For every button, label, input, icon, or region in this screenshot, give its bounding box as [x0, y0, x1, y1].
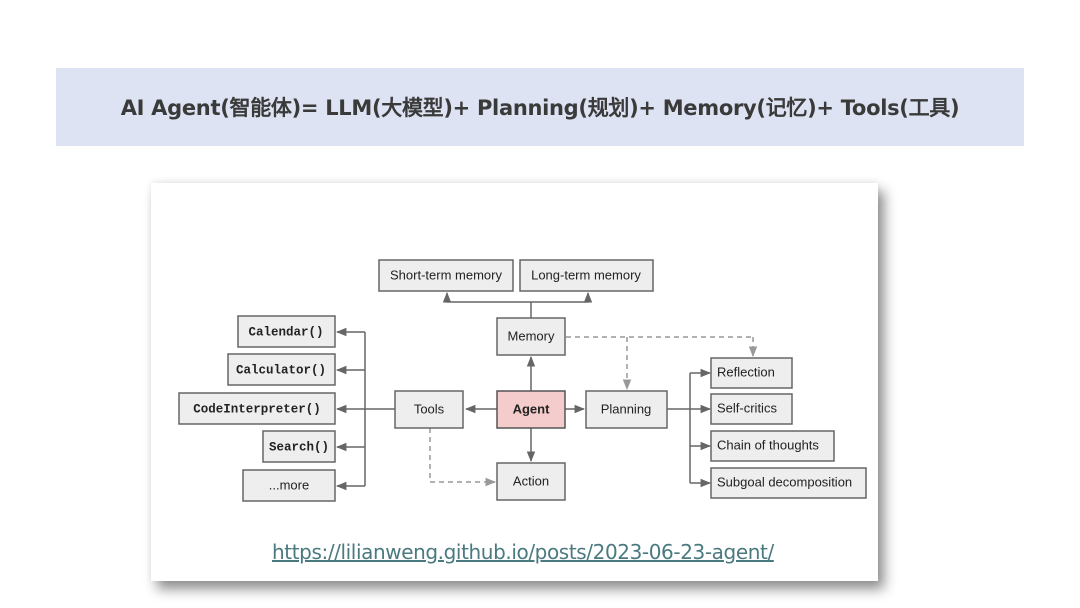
edge-memory-short-term [442, 291, 531, 303]
edge-planning-bus [667, 373, 691, 483]
node-memory: Memory [496, 317, 566, 356]
edge-tools-bus [364, 332, 395, 486]
node-code-interpreter: CodeInterpreter() [178, 392, 336, 425]
edge-memory-long-term [531, 291, 593, 303]
node-agent: Agent [496, 390, 566, 429]
svg-text:Subgoal decomposition: Subgoal decomposition [717, 474, 852, 489]
svg-text:Reflection: Reflection [717, 364, 775, 379]
node-more: ...more [242, 469, 336, 502]
node-reflection: Reflection [710, 357, 793, 389]
svg-text:Short-term memory: Short-term memory [390, 267, 502, 282]
svg-text:Action: Action [513, 473, 549, 488]
svg-text:Memory: Memory [508, 328, 555, 343]
svg-text:Self-critics: Self-critics [717, 400, 777, 415]
node-calculator: Calculator() [227, 353, 336, 386]
svg-text:Calculator(): Calculator() [236, 363, 326, 377]
svg-text:Chain of thoughts: Chain of thoughts [717, 437, 819, 452]
node-planning: Planning [585, 390, 668, 429]
svg-text:CodeInterpreter(): CodeInterpreter() [193, 402, 321, 416]
node-chain-of-thoughts: Chain of thoughts [710, 430, 835, 462]
svg-text:Search(): Search() [269, 440, 329, 454]
node-self-critics: Self-critics [710, 393, 793, 425]
source-link[interactable]: https://lilianweng.github.io/posts/2023-… [272, 540, 774, 564]
svg-text:Tools: Tools [414, 401, 445, 416]
node-action: Action [496, 462, 566, 501]
edges [335, 291, 758, 491]
title-banner: AI Agent(智能体)= LLM(大模型)+ Planning(规划)+ M… [56, 68, 1024, 146]
svg-text:Agent: Agent [513, 401, 551, 416]
node-calendar: Calendar() [237, 315, 336, 348]
node-tools: Tools [394, 390, 464, 429]
svg-text:...more: ...more [269, 477, 309, 492]
page-title: AI Agent(智能体)= LLM(大模型)+ Planning(规划)+ M… [120, 96, 960, 120]
node-short-term-memory: Short-term memory [378, 259, 514, 292]
node-subgoal-decomposition: Subgoal decomposition [710, 467, 867, 499]
svg-text:Calendar(): Calendar() [248, 325, 323, 339]
svg-text:Planning: Planning [601, 401, 652, 416]
svg-text:Long-term memory: Long-term memory [531, 267, 641, 282]
node-search: Search() [262, 430, 336, 463]
edge-tools-action-dashed [429, 428, 497, 487]
node-long-term-memory: Long-term memory [519, 259, 654, 292]
